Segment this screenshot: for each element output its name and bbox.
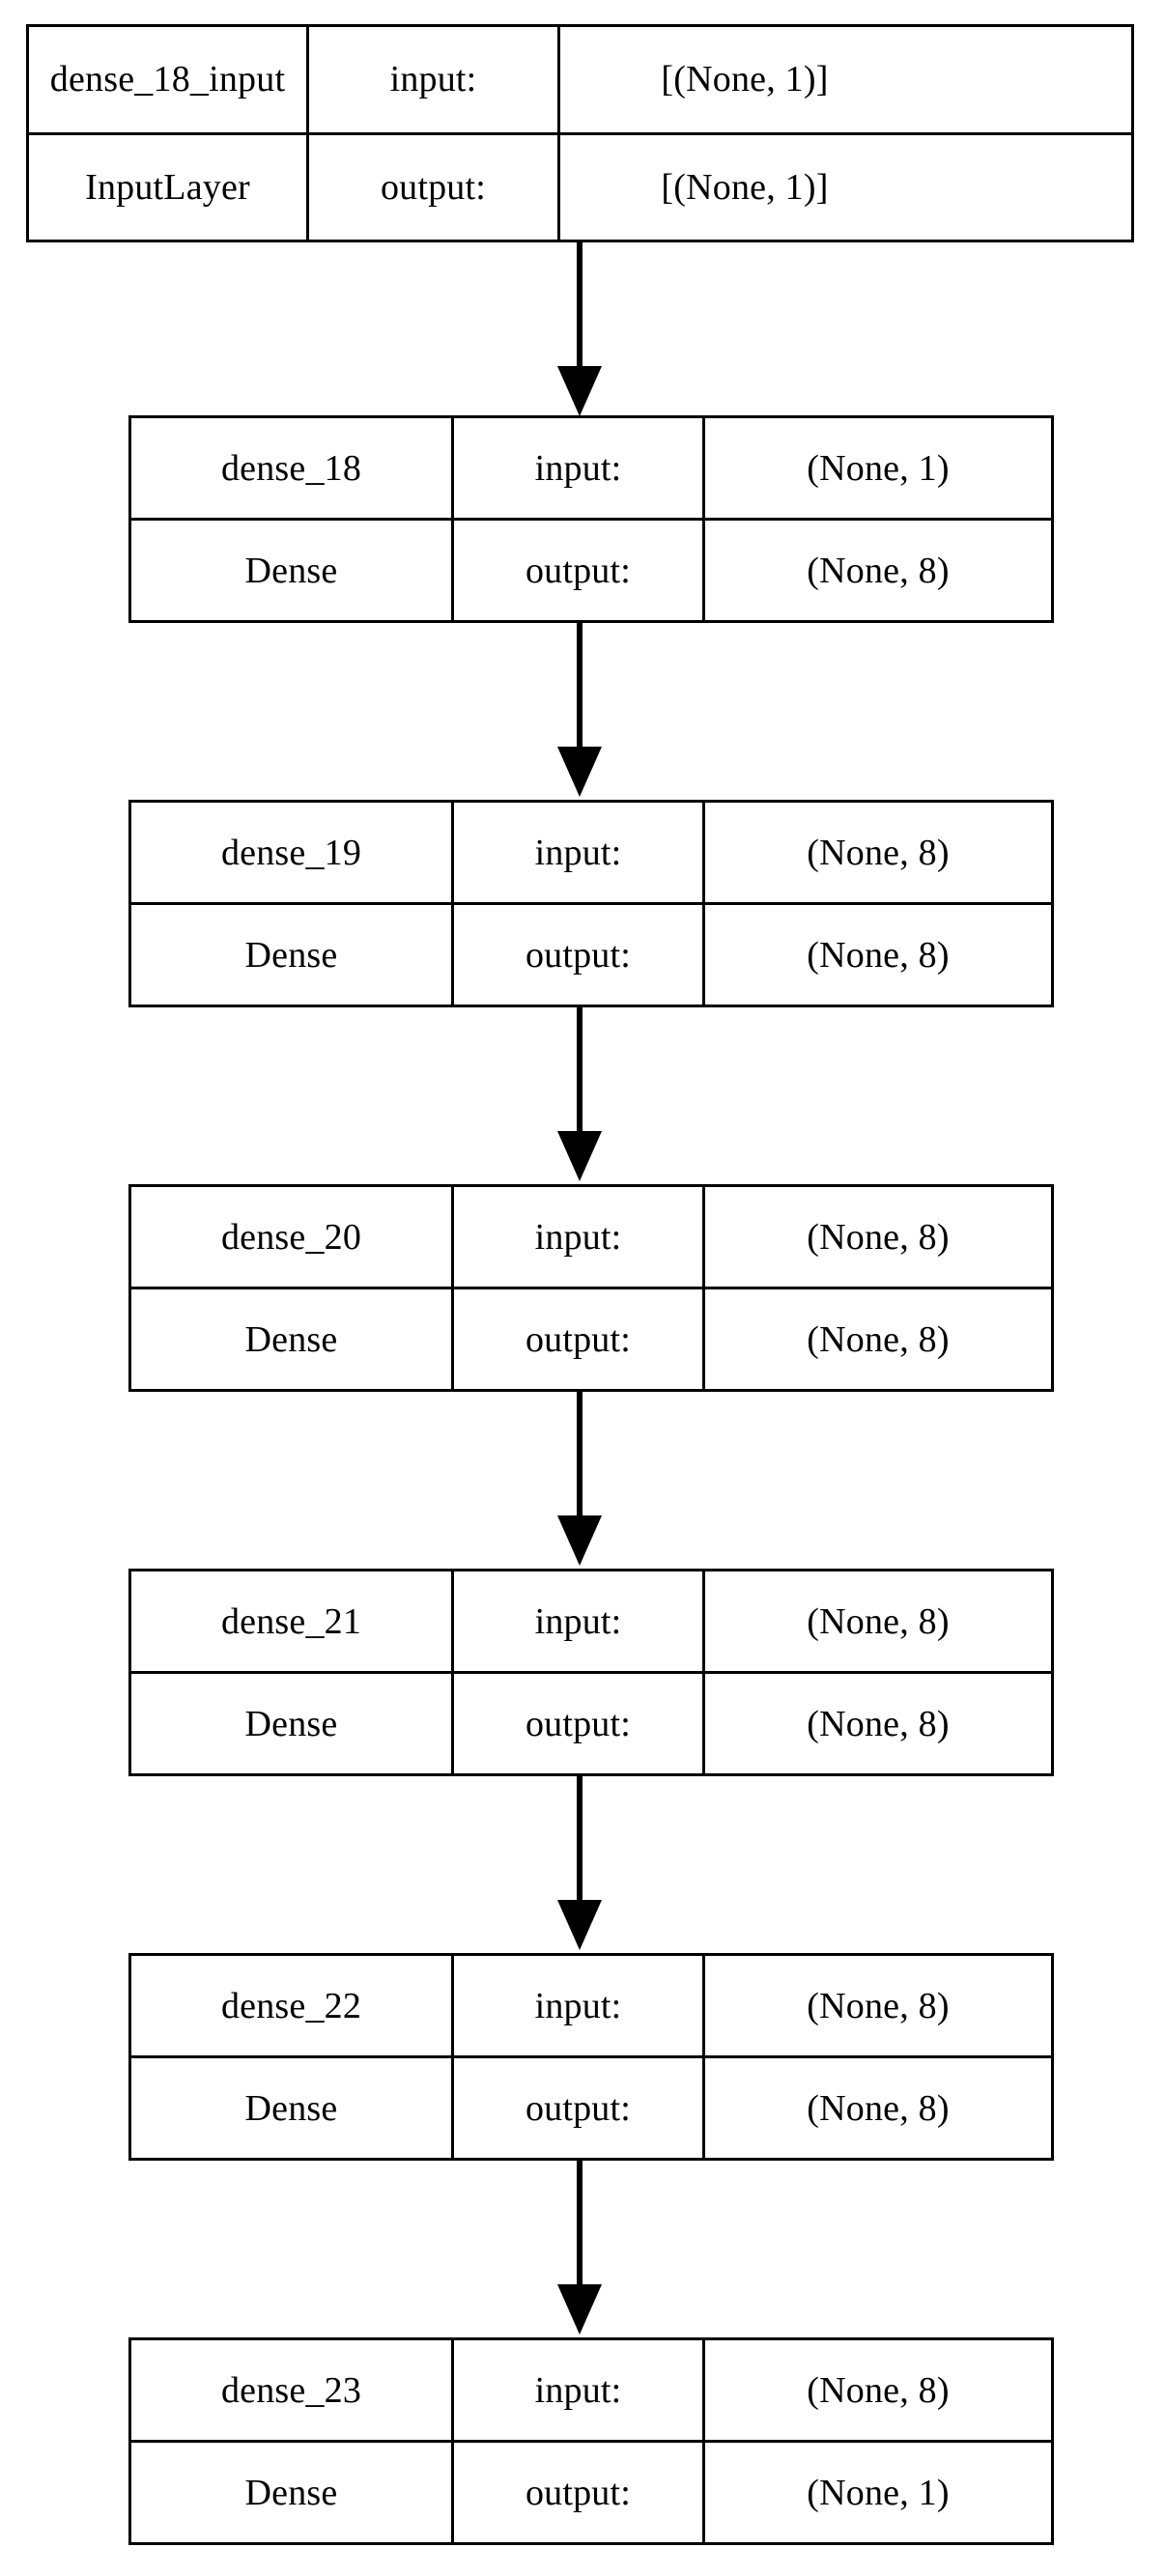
node-row-input: dense_18 input: (None, 1) (131, 418, 1051, 521)
node-dense_18_input[interactable]: dense_18_input input: [(None, 1)] InputL… (26, 24, 1134, 242)
node-input-shape: (None, 8) (807, 1600, 950, 1642)
node-dense_20[interactable]: dense_20 input: (None, 8) Dense output: … (128, 1184, 1054, 1392)
node-output-label: output: (309, 134, 560, 240)
node-row-output: InputLayer output: [(None, 1)] (29, 134, 1131, 240)
node-output-label: output: (454, 1674, 705, 1773)
node-input-label: input: (309, 27, 560, 132)
node-layer-type: Dense (131, 905, 454, 1005)
edge-shaft (577, 1776, 582, 1900)
edge-arrowhead (557, 747, 602, 797)
node-input-shape: (None, 8) (807, 832, 950, 873)
node-input-shape: (None, 8) (807, 1216, 950, 1258)
node-layer-name: dense_18 (131, 418, 454, 518)
node-row-output: Dense output: (None, 1) (131, 2443, 1051, 2542)
node-row-input: dense_20 input: (None, 8) (131, 1187, 1051, 1289)
edge-shaft (577, 1392, 582, 1515)
node-dense_23[interactable]: dense_23 input: (None, 8) Dense output: … (128, 2337, 1054, 2545)
node-layer-type: Dense (131, 1289, 454, 1389)
node-row-input: dense_21 input: (None, 8) (131, 1571, 1051, 1674)
node-layer-name: dense_18_input (29, 27, 309, 132)
edge-arrowhead (557, 2284, 602, 2335)
edge-shaft (577, 623, 582, 747)
node-input-label: input: (454, 1571, 705, 1671)
node-row-output: Dense output: (None, 8) (131, 521, 1051, 620)
node-row-input: dense_18_input input: [(None, 1)] (29, 27, 1131, 135)
node-dense_21[interactable]: dense_21 input: (None, 8) Dense output: … (128, 1569, 1054, 1776)
node-layer-name: dense_21 (131, 1571, 454, 1671)
node-layer-name: dense_19 (131, 803, 454, 902)
node-output-shape: (None, 8) (807, 1703, 950, 1744)
node-input-label: input: (454, 803, 705, 902)
edge-shaft (577, 242, 582, 366)
node-row-input: dense_19 input: (None, 8) (131, 803, 1051, 905)
edge-arrowhead (557, 1131, 602, 1181)
edge-shaft (577, 1007, 582, 1131)
node-output-label: output: (454, 2058, 705, 2158)
edge-arrowhead (557, 1900, 602, 1950)
node-layer-type: Dense (131, 2058, 454, 2158)
node-output-shape: [(None, 1)] (661, 166, 829, 208)
node-output-label: output: (454, 2443, 705, 2542)
edge-arrowhead (557, 1515, 602, 1566)
node-row-output: Dense output: (None, 8) (131, 905, 1051, 1005)
node-input-label: input: (454, 1956, 705, 2055)
node-input-shape: [(None, 1)] (661, 59, 829, 100)
node-input-shape: (None, 8) (807, 2369, 950, 2411)
node-layer-name: dense_22 (131, 1956, 454, 2055)
node-row-output: Dense output: (None, 8) (131, 2058, 1051, 2158)
edge-arrowhead (557, 366, 602, 416)
node-dense_19[interactable]: dense_19 input: (None, 8) Dense output: … (128, 800, 1054, 1007)
node-layer-type: Dense (131, 521, 454, 620)
node-output-shape: (None, 1) (807, 2472, 950, 2513)
edge-shaft (577, 2161, 582, 2284)
node-layer-type: Dense (131, 1674, 454, 1773)
node-dense_18[interactable]: dense_18 input: (None, 1) Dense output: … (128, 415, 1054, 623)
node-layer-type: Dense (131, 2443, 454, 2542)
node-layer-name: dense_20 (131, 1187, 454, 1287)
node-output-shape: (None, 8) (807, 1318, 950, 1360)
node-layer-name: dense_23 (131, 2340, 454, 2440)
node-input-shape: (None, 1) (807, 447, 950, 489)
node-output-shape: (None, 8) (807, 2087, 950, 2129)
node-layer-type: InputLayer (29, 134, 309, 240)
node-input-label: input: (454, 418, 705, 518)
node-row-input: dense_23 input: (None, 8) (131, 2340, 1051, 2443)
node-dense_22[interactable]: dense_22 input: (None, 8) Dense output: … (128, 1953, 1054, 2161)
node-input-label: input: (454, 2340, 705, 2440)
node-output-label: output: (454, 521, 705, 620)
node-input-shape: (None, 8) (807, 1985, 950, 2026)
node-output-label: output: (454, 1289, 705, 1389)
node-row-output: Dense output: (None, 8) (131, 1674, 1051, 1773)
node-row-input: dense_22 input: (None, 8) (131, 1956, 1051, 2058)
node-input-label: input: (454, 1187, 705, 1287)
node-output-shape: (None, 8) (807, 550, 950, 591)
node-row-output: Dense output: (None, 8) (131, 1289, 1051, 1389)
node-output-label: output: (454, 905, 705, 1005)
node-output-shape: (None, 8) (807, 934, 950, 976)
